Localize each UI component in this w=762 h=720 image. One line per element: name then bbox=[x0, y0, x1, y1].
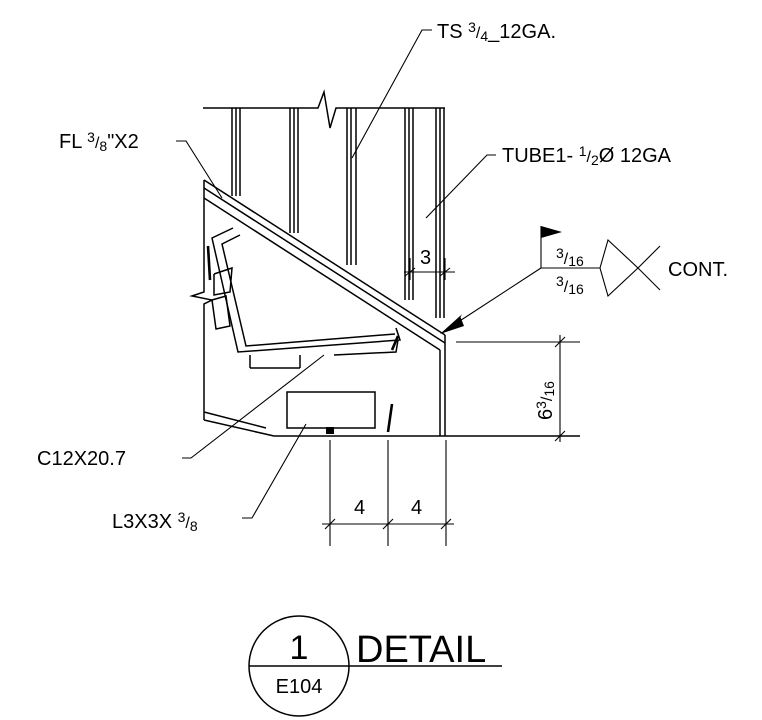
dim-bottom bbox=[322, 440, 454, 546]
weld-symbol bbox=[440, 226, 661, 334]
dim-bottom-right-value: 4 bbox=[411, 497, 422, 519]
bracket-piece bbox=[211, 266, 233, 330]
angle-label: L3X3X 3/8 bbox=[112, 509, 198, 534]
break-line-top bbox=[203, 89, 445, 129]
weld-top-size: 3/16 bbox=[556, 245, 584, 269]
leaders bbox=[176, 29, 496, 519]
dim-top-gap-value: 3 bbox=[420, 247, 431, 269]
detail-title-text: DETAIL bbox=[356, 629, 486, 671]
left-wall bbox=[189, 180, 215, 420]
dim-bottom-left-value: 4 bbox=[354, 497, 365, 519]
dim-top-gap bbox=[404, 258, 455, 280]
sheet-number: E104 bbox=[276, 676, 323, 698]
tube-label: TUBE1- 1/2Ø 12GA bbox=[502, 143, 672, 168]
detail-number: 1 bbox=[290, 629, 309, 667]
weld-note: CONT. bbox=[668, 259, 728, 281]
flat-bar bbox=[203, 179, 446, 351]
bottom-line bbox=[203, 419, 275, 437]
dim-height-value: 63/16 bbox=[533, 381, 557, 420]
detail-title bbox=[248, 615, 502, 717]
vertical-posts bbox=[231, 108, 445, 318]
angle-section bbox=[286, 391, 394, 434]
dim-height bbox=[456, 335, 580, 442]
channel-section bbox=[206, 227, 402, 369]
ts-label: TS 3/4_12GA. bbox=[437, 19, 556, 44]
weld-bottom-size: 3/16 bbox=[556, 273, 584, 297]
channel-label: C12X20.7 bbox=[37, 448, 126, 470]
fl-label: FL 3/8"X2 bbox=[59, 129, 139, 154]
